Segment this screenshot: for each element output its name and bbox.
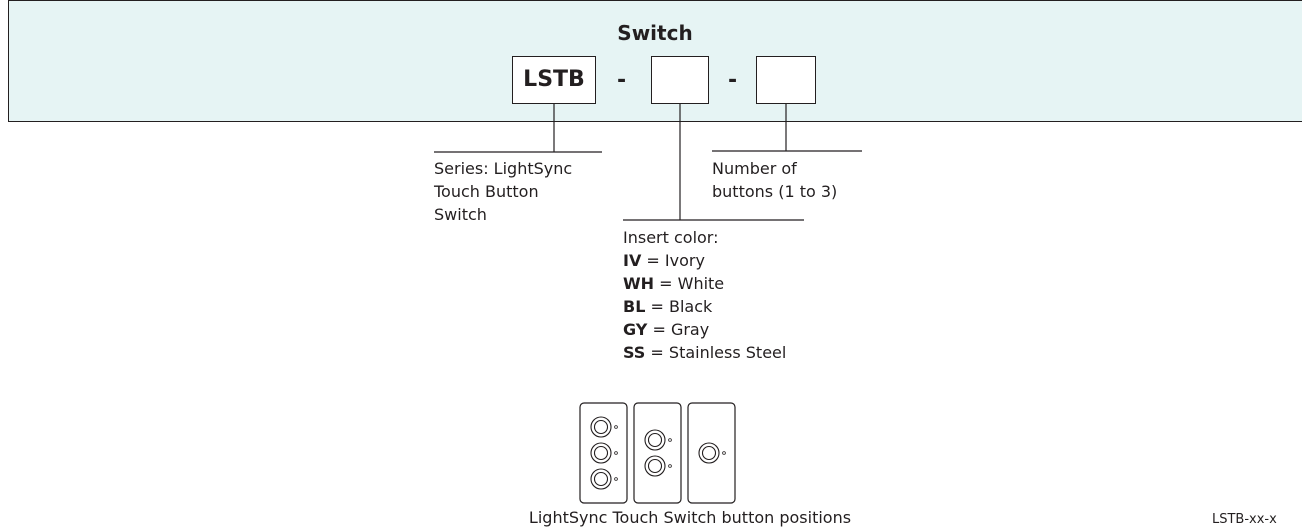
indicator-dot-icon — [668, 438, 672, 442]
button-ring-icon — [590, 416, 612, 438]
button-count-note-line: Number of — [712, 159, 797, 178]
series-note: Series: LightSync Touch Button Switch — [434, 157, 614, 226]
indicator-dot-icon — [668, 464, 672, 468]
figure-caption: LightSync Touch Switch button positions — [528, 508, 852, 527]
color-code: GY — [623, 320, 648, 339]
color-option: IV = Ivory — [623, 249, 863, 272]
indicator-dot-icon — [722, 451, 726, 455]
indicator-dot-icon — [614, 477, 618, 481]
button-ring-icon — [590, 442, 612, 464]
button-ring-icon — [647, 432, 663, 448]
series-note-line: Touch Button — [434, 182, 539, 201]
series-note-line: Series: LightSync — [434, 159, 573, 178]
series-note-line: Switch — [434, 205, 487, 224]
button-ring-icon — [593, 471, 609, 487]
insert-color-heading: Insert color: — [623, 228, 719, 247]
color-desc: = Gray — [647, 320, 710, 339]
button-ring-icon — [590, 468, 612, 490]
button-ring-icon — [593, 445, 609, 461]
switch-plate — [633, 402, 682, 504]
insert-color-box — [651, 56, 709, 104]
color-desc: = Black — [645, 297, 713, 316]
color-option: GY = Gray — [623, 318, 863, 341]
button-ring-icon — [647, 458, 663, 474]
button-ring-icon — [644, 429, 666, 451]
indicator-dot-icon — [614, 451, 618, 455]
color-desc: = Ivory — [641, 251, 705, 270]
color-option: BL = Black — [623, 295, 863, 318]
color-option: SS = Stainless Steel — [623, 341, 863, 364]
color-option: WH = White — [623, 272, 863, 295]
color-code: BL — [623, 297, 646, 316]
button-count-box — [756, 56, 816, 104]
button-ring-icon — [698, 442, 720, 464]
switch-plate — [687, 402, 736, 504]
series-code-box: LSTB — [512, 56, 596, 104]
switch-plates — [579, 402, 736, 504]
color-code: IV — [623, 251, 642, 270]
button-ring-icon — [644, 455, 666, 477]
diagram-id: LSTB-xx-x — [1212, 512, 1277, 527]
button-count-note-line: buttons (1 to 3) — [712, 182, 838, 201]
switch-plate — [579, 402, 628, 504]
insert-color-note: Insert color: IV = Ivory WH = White BL =… — [623, 226, 863, 364]
page-title: Switch — [617, 21, 693, 45]
indicator-dot-icon — [614, 425, 618, 429]
color-code: WH — [623, 274, 655, 293]
button-count-note: Number of buttons (1 to 3) — [712, 157, 872, 203]
separator-dash: - — [617, 68, 627, 93]
color-code: SS — [623, 343, 646, 362]
color-desc: = White — [654, 274, 725, 293]
button-ring-icon — [701, 445, 717, 461]
color-desc: = Stainless Steel — [645, 343, 787, 362]
button-ring-icon — [593, 419, 609, 435]
separator-dash: - — [728, 68, 738, 93]
